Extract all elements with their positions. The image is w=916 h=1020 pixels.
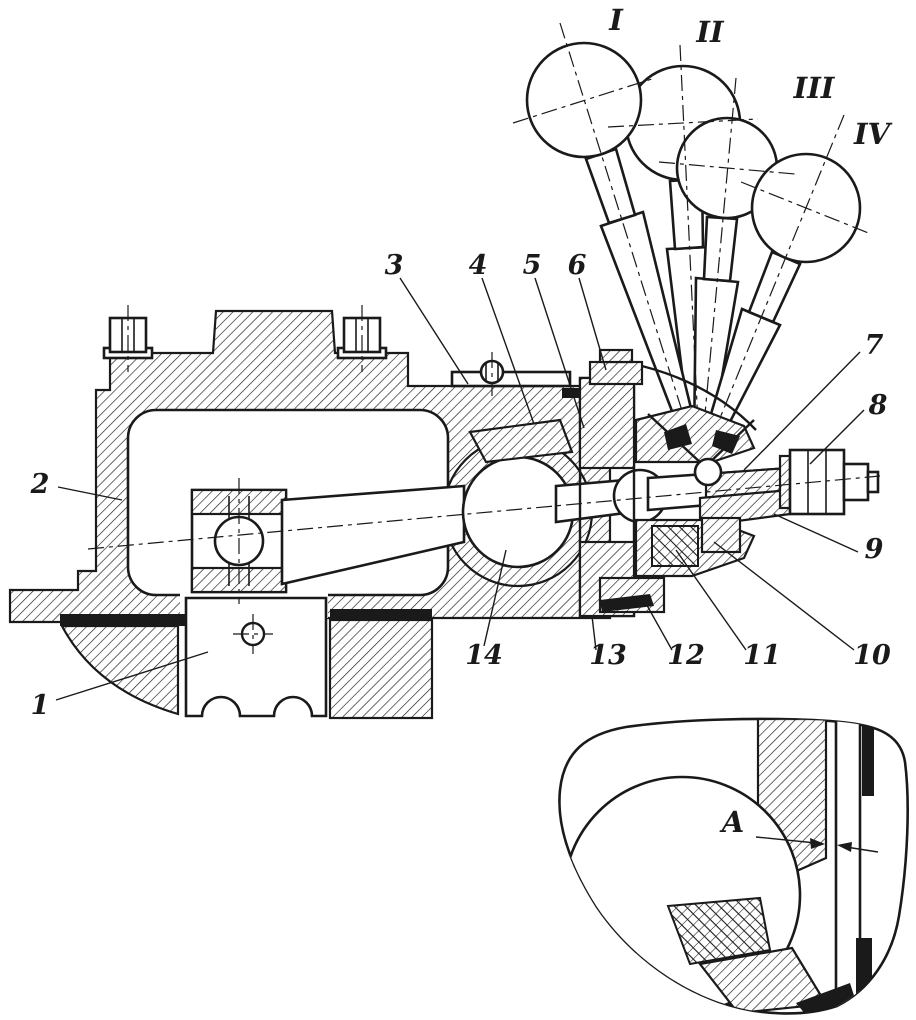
lever-neck-I [584,147,637,225]
cup-shadow-left [664,424,692,450]
lever-centerline-III [699,77,737,469]
position-label-I: I [608,3,624,37]
detail-black-strip-top [862,726,874,796]
upper-cup [634,404,756,464]
leader-12 [643,599,673,651]
base-black-bar-left [60,614,186,626]
knob-cross-axis-IV [740,181,872,235]
detail-black-strip-bottom [856,938,872,1008]
leader-9 [773,513,859,553]
retainer-ring [700,516,742,554]
joint-assembly [562,348,880,618]
callout-10: 10 [853,640,891,671]
callout-2: 2 [30,469,50,500]
lever-centerline-II [679,44,701,469]
detail-view [558,717,909,1015]
detail-seal [666,896,772,966]
seal-ring [651,525,699,567]
callout-leaders [55,277,865,701]
mounting-bolt-left [102,305,154,372]
shift-lever-positions [512,22,872,469]
callout-13: 13 [589,640,627,671]
base-black-bar-right [330,609,432,620]
knob-cross-axis-III [658,161,796,175]
gap-dimension-A [755,836,879,853]
lever-centerline-I [559,22,701,469]
filler-plug [479,352,505,396]
stem-end [842,462,870,502]
shift-shaft-assembly [190,418,668,604]
pivot-seat [693,457,723,487]
support-wedge [60,624,180,716]
bell-cover-line [641,364,757,431]
mounting-bolt-right [336,305,388,372]
position-label-IV: IV [853,117,893,151]
leader-6 [578,277,607,371]
callout-3: 3 [385,250,404,281]
callout-11: 11 [743,640,781,671]
support-block-hatched [328,618,434,720]
leader-3 [399,277,469,385]
leader-11 [675,549,747,651]
callout-12: 12 [667,640,705,671]
housing-top-step [450,370,572,388]
callout-9: 9 [865,534,884,565]
leader-7 [743,351,861,471]
detail-interior [562,719,874,1014]
main-centerline [87,475,881,550]
knob-cross-axis-II [607,118,759,128]
seal-strip [562,388,580,398]
mounting-base [60,596,434,720]
flange-plate-upper-section [578,376,636,470]
callout-1: 1 [31,690,50,721]
cup-shadow-right [712,430,740,454]
leader-4 [481,277,535,425]
detail-label-A: A [719,805,745,839]
leader-10 [713,541,855,651]
lever-neck-IV [747,250,802,324]
callout-4: 4 [469,250,488,281]
mount-block [184,596,328,718]
callout-5: 5 [523,250,542,281]
leader-8 [809,409,865,465]
lever-shaft-taper [280,484,466,586]
position-label-III: III [793,71,836,105]
leader-14 [483,549,507,647]
bottom-cap-seal [600,594,654,612]
knob-cross-axis-I [512,77,656,124]
top-cap [588,360,644,386]
gap-arrow-left [755,836,817,844]
leader-13 [591,615,597,651]
labels: 1 2 3 4 5 6 7 8 9 10 11 12 13 14 I II II… [30,3,893,839]
lock-washer [778,454,792,510]
position-label-II: II [695,15,725,49]
leader-5 [534,277,585,429]
callout-7: 7 [865,330,884,361]
callout-14: 14 [465,640,503,671]
top-cap-step [598,348,634,364]
leader-2 [57,486,123,501]
end-cap [866,470,880,494]
callout-6: 6 [568,250,587,281]
ball-cap [468,418,574,464]
callout-8: 8 [868,390,888,421]
leader-1 [55,651,209,701]
